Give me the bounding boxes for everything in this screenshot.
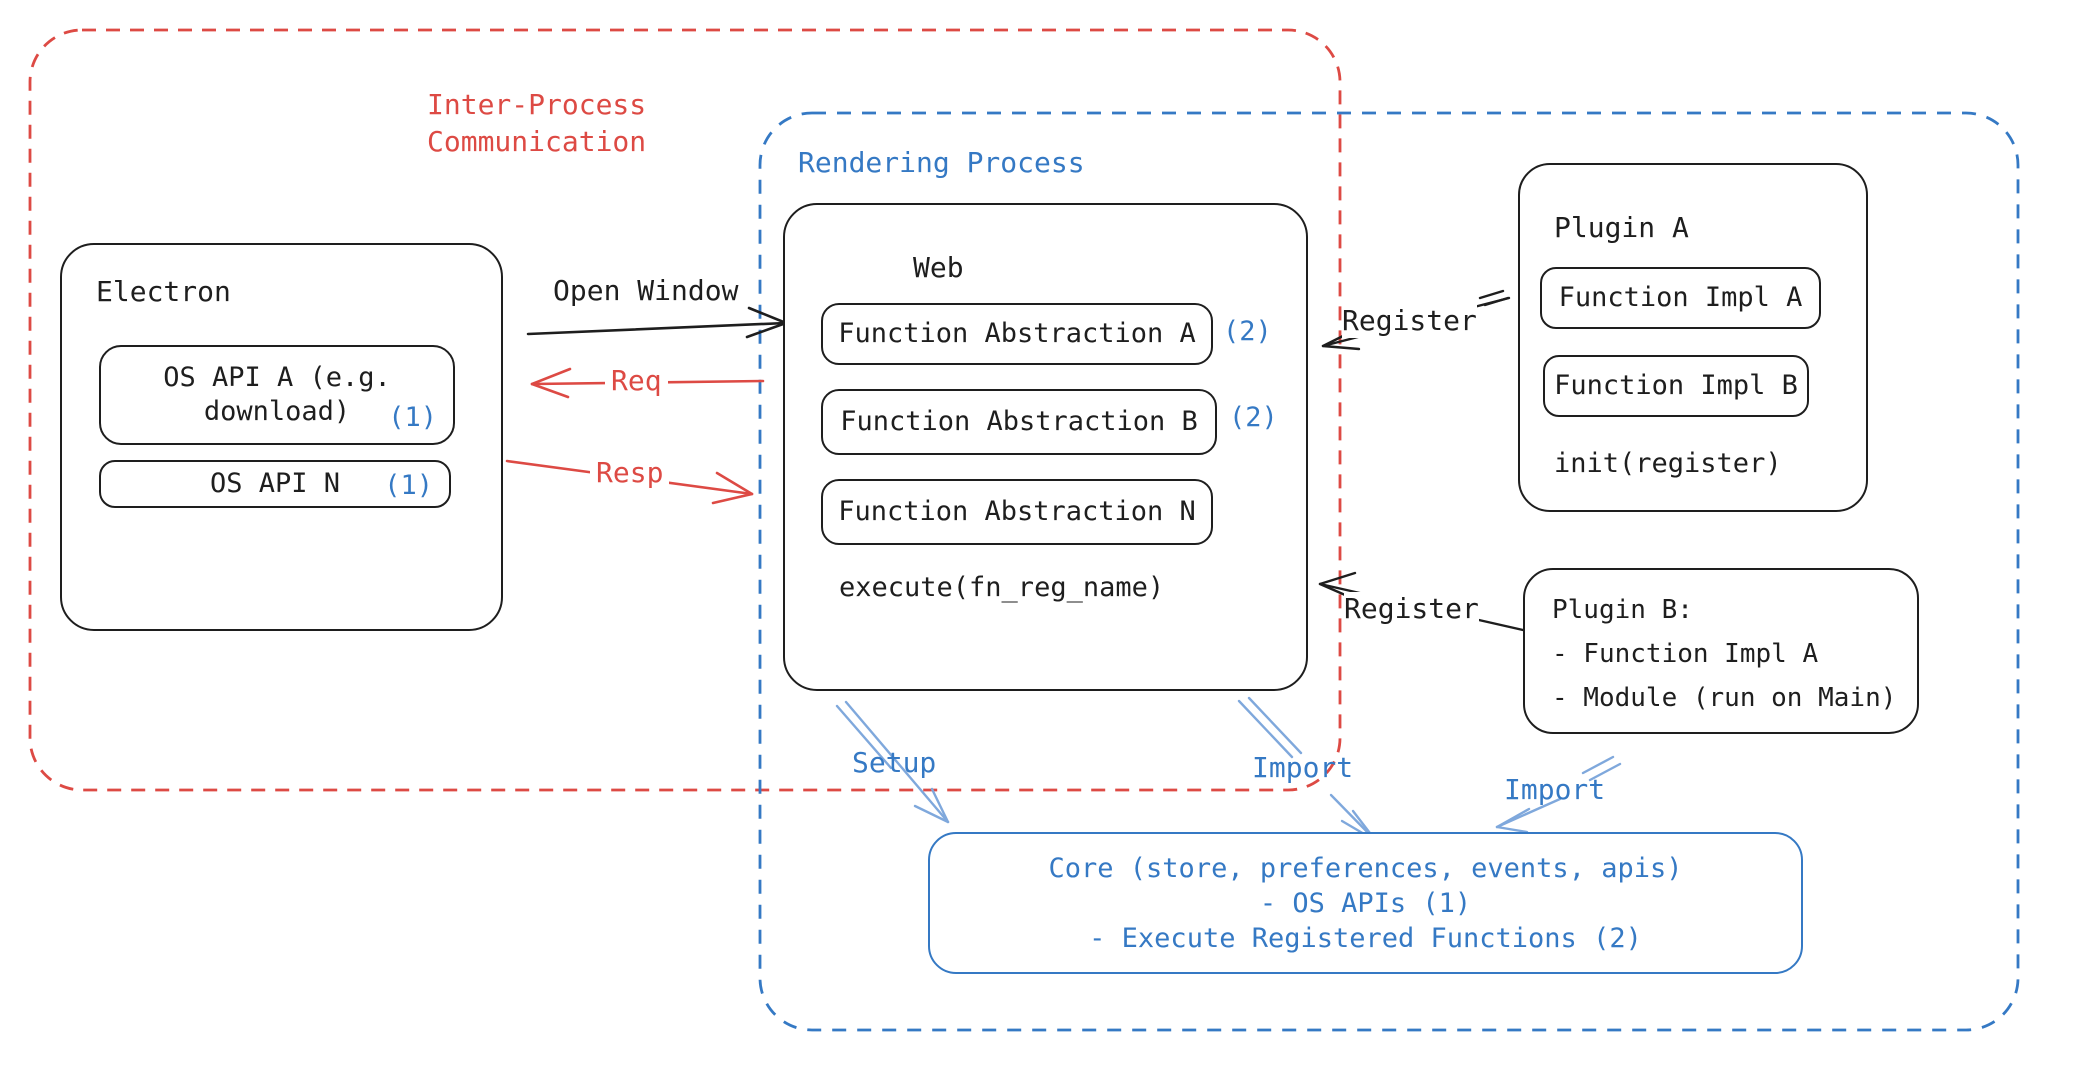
electron-box: Electron OS API A (e.g. download) (1) OS… — [60, 243, 503, 631]
os-api-a-label: OS API A (e.g. download) — [163, 362, 391, 427]
function-abstraction-b-ref: (2) — [1229, 402, 1278, 433]
core-line2: - OS APIs (1) — [1259, 888, 1472, 919]
rendering-region-label: Rendering Process — [798, 146, 1085, 179]
function-abstraction-b-box: Function Abstraction B — [821, 389, 1217, 455]
core-text: Core (store, preferences, events, apis) -… — [930, 851, 1801, 956]
plugin-b-line3: - Module (run on Main) — [1552, 683, 1897, 713]
function-impl-a-box: Function Impl A — [1540, 267, 1821, 329]
import-plugin-label: Import — [1504, 773, 1606, 806]
ipc-label-line2: Communication — [427, 125, 647, 158]
core-line3: - Execute Registered Functions (2) — [1089, 923, 1642, 954]
open-window-arrow — [526, 306, 788, 339]
register-b-label: Register — [1344, 592, 1479, 626]
open-window-label: Open Window — [553, 274, 739, 307]
register-a-label: Register — [1342, 304, 1477, 338]
electron-title: Electron — [96, 275, 231, 308]
plugin-a-title: Plugin A — [1554, 211, 1689, 244]
core-line1: Core (store, preferences, events, apis) — [1048, 853, 1683, 884]
init-register-label: init(register) — [1554, 448, 1782, 479]
os-api-a-ref: (1) — [388, 402, 437, 433]
plugin-b-box: Plugin B: - Function Impl A - Module (run … — [1523, 568, 1919, 734]
os-api-n-box: OS API N (1) — [99, 460, 451, 508]
execute-label: execute(fn_reg_name) — [839, 572, 1165, 603]
os-api-n-ref: (1) — [384, 470, 433, 501]
function-abstraction-n-box: Function Abstraction N — [821, 479, 1213, 545]
core-box: Core (store, preferences, events, apis) -… — [928, 832, 1803, 974]
os-api-a-box: OS API A (e.g. download) (1) — [99, 345, 455, 445]
function-impl-b-box: Function Impl B — [1543, 355, 1809, 417]
function-abstraction-a-ref: (2) — [1223, 316, 1272, 347]
os-api-n-label: OS API N — [209, 468, 341, 499]
plugin-b-text: Plugin B: - Function Impl A - Module (run … — [1552, 588, 1896, 720]
setup-label: Setup — [852, 746, 937, 779]
import-web-label: Import — [1252, 751, 1354, 784]
plugin-b-line1: Plugin B: — [1552, 595, 1693, 625]
web-title: Web — [913, 251, 964, 284]
ipc-label-line1: Inter-Process — [427, 88, 647, 121]
web-box: Web Function Abstraction A (2) Function … — [783, 203, 1308, 691]
function-abstraction-a-box: Function Abstraction A — [821, 303, 1213, 365]
resp-label: Resp — [590, 456, 670, 490]
req-label: Req — [605, 364, 668, 398]
plugin-a-box: Plugin A Function Impl A Function Impl B… — [1518, 163, 1868, 512]
plugin-b-line2: - Function Impl A — [1552, 639, 1819, 669]
